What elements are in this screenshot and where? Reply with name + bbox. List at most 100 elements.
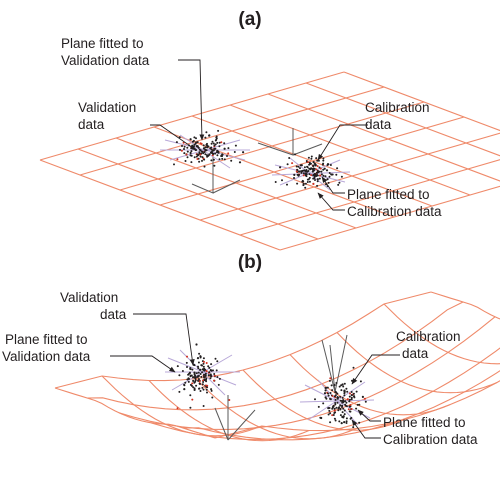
panel-a-validation-point-65 [212,158,215,161]
panel-a-validation-point-44 [227,152,230,155]
panel-b-validation-point-92 [199,373,202,375]
panel-b-validation-point-119 [193,388,196,391]
panel-a-plane-calibration-line1: Plane fitted to [347,187,430,202]
panel-b-validation-point-120 [188,372,191,375]
panel-a-calibration-point-17 [293,173,296,176]
panel-b-calibration-point-64 [333,417,336,420]
panel-a-validation-point-55 [218,145,221,148]
grid-curve-b-u0 [54,387,216,439]
panel-a-validation-point-49 [206,146,209,149]
panel-b-calibration-point-102 [346,398,349,401]
panel-b-validation-point-145 [213,373,216,375]
panel-b-curved-grid [54,291,500,442]
panel-b-validation-point-76 [205,380,208,383]
panel-a-validation-point-71 [242,151,245,154]
panel-b-calibration-point-50 [335,406,338,409]
panel-a-validation-point-144 [195,145,198,148]
panel-b-validation-point-69 [195,372,198,375]
panel-a-calibration-point-87 [338,181,341,184]
panel-a-validation-point-92 [206,144,209,147]
grid-line-a-v3 [159,116,465,206]
panel-b-validation-point-109 [205,378,207,381]
panel-b-validation-point-115 [207,374,210,377]
panel-b-validation-point-106 [205,370,208,373]
grid-line-a-v1 [79,86,385,176]
panel-b-validation-point-149 [193,372,196,375]
panel-b-calibration-point-99 [324,396,327,399]
panel-b-calibration-point-30 [345,401,348,404]
panel-a-calibration-point-15 [310,174,313,177]
panel-b-calibration-point-88 [352,392,355,395]
grid-curve-b-u8 [430,291,500,320]
panel-b-validation-point-130 [197,378,200,381]
panel-a-calibration-point-42 [322,174,325,177]
panel-b-calibration-point-68 [348,405,351,408]
panel-b-plane-calibration-line2: Calibration data [383,432,478,447]
panel-a-calibration-point-136 [326,164,329,166]
panel-b-validation-point-26 [191,382,194,385]
grid-line-a-v6 [279,185,500,251]
panel-b-calibration-point-75 [344,400,347,403]
panel-a-calibration-point-140 [314,164,317,167]
panel-a-calibration-point-98 [313,177,316,180]
panel-b-validation-point-112 [208,366,211,369]
panel-b-validation-point-146 [201,364,203,367]
panel-b-calibration-point-59 [329,412,332,415]
panel-a-calibration-point-100 [299,164,302,167]
panel-a-plane-calibration-line2: Calibration data [347,204,442,219]
panel-b-validation-point-45 [178,390,181,393]
panel-a-validation-point-131 [220,141,223,144]
panel-a-validation-point-88 [193,143,196,146]
grid-line-a-v0 [39,71,345,161]
panel-b-calibration-point-63 [317,405,320,408]
panel-a-calibration-point-135 [328,172,331,174]
panel-b-calibration-point-136 [335,382,338,384]
panel-a-calibration-point-80 [308,180,311,183]
panel-a-calibration-point-81 [320,173,323,176]
panel-b-validation-point-18 [194,379,197,382]
panel-b-calibration-point-84 [350,398,353,401]
panel-b-validation-point-94 [202,381,205,383]
panel-b-validation-point-13 [187,380,190,383]
panel-a-calibration-point-43 [293,177,295,179]
panel-b-validation-point-53 [206,391,208,394]
panel-b-validation-point-63 [183,383,186,386]
panel-a-calibration-point-75 [298,173,301,176]
panel-a-calibration-point-123 [298,170,301,173]
panel-a-validation-point-148 [201,156,204,159]
panel-a-validation-point-138 [215,138,218,141]
panel-a-calibration-point-36 [291,162,294,165]
panel-a-validation-point-22 [214,152,217,155]
panel-a-calibration-point-73 [323,167,326,170]
panel-a-validation-point-149 [185,153,188,156]
panel-b-calibration-point-21 [356,403,359,406]
panel-a-calibration-point-62 [320,170,323,173]
panel-a-label: (a) [238,9,261,30]
panel-b-validation-point-77 [202,379,204,382]
panel-b-validation-point-93 [202,365,205,368]
panel-a-validation-points [173,129,245,168]
panel-a-calibration-point-60 [306,181,309,183]
panel-a-calibration-point-128 [316,169,319,172]
panel-b-calibration-points [314,366,367,429]
panel-a-calibration-points [274,153,343,189]
panel-a-validation-point-82 [233,151,236,153]
panel-a-validation-point-123 [210,142,213,145]
panel-b-validation-point-122 [194,377,197,380]
panel-b-calibration-point-108 [363,397,366,400]
panel-b-calibration-point-107 [334,391,337,394]
panel-b-calibration-point-87 [349,410,352,413]
panel-a-validation-point-136 [210,159,213,162]
panel-a-validation-point-128 [195,141,198,144]
panel-b-calibration-point-116 [327,392,329,395]
panel-a-calibration-point-97 [300,171,303,174]
panel-b-validation-point-108 [210,388,213,391]
panel-a-calibration-point-48 [306,178,309,181]
